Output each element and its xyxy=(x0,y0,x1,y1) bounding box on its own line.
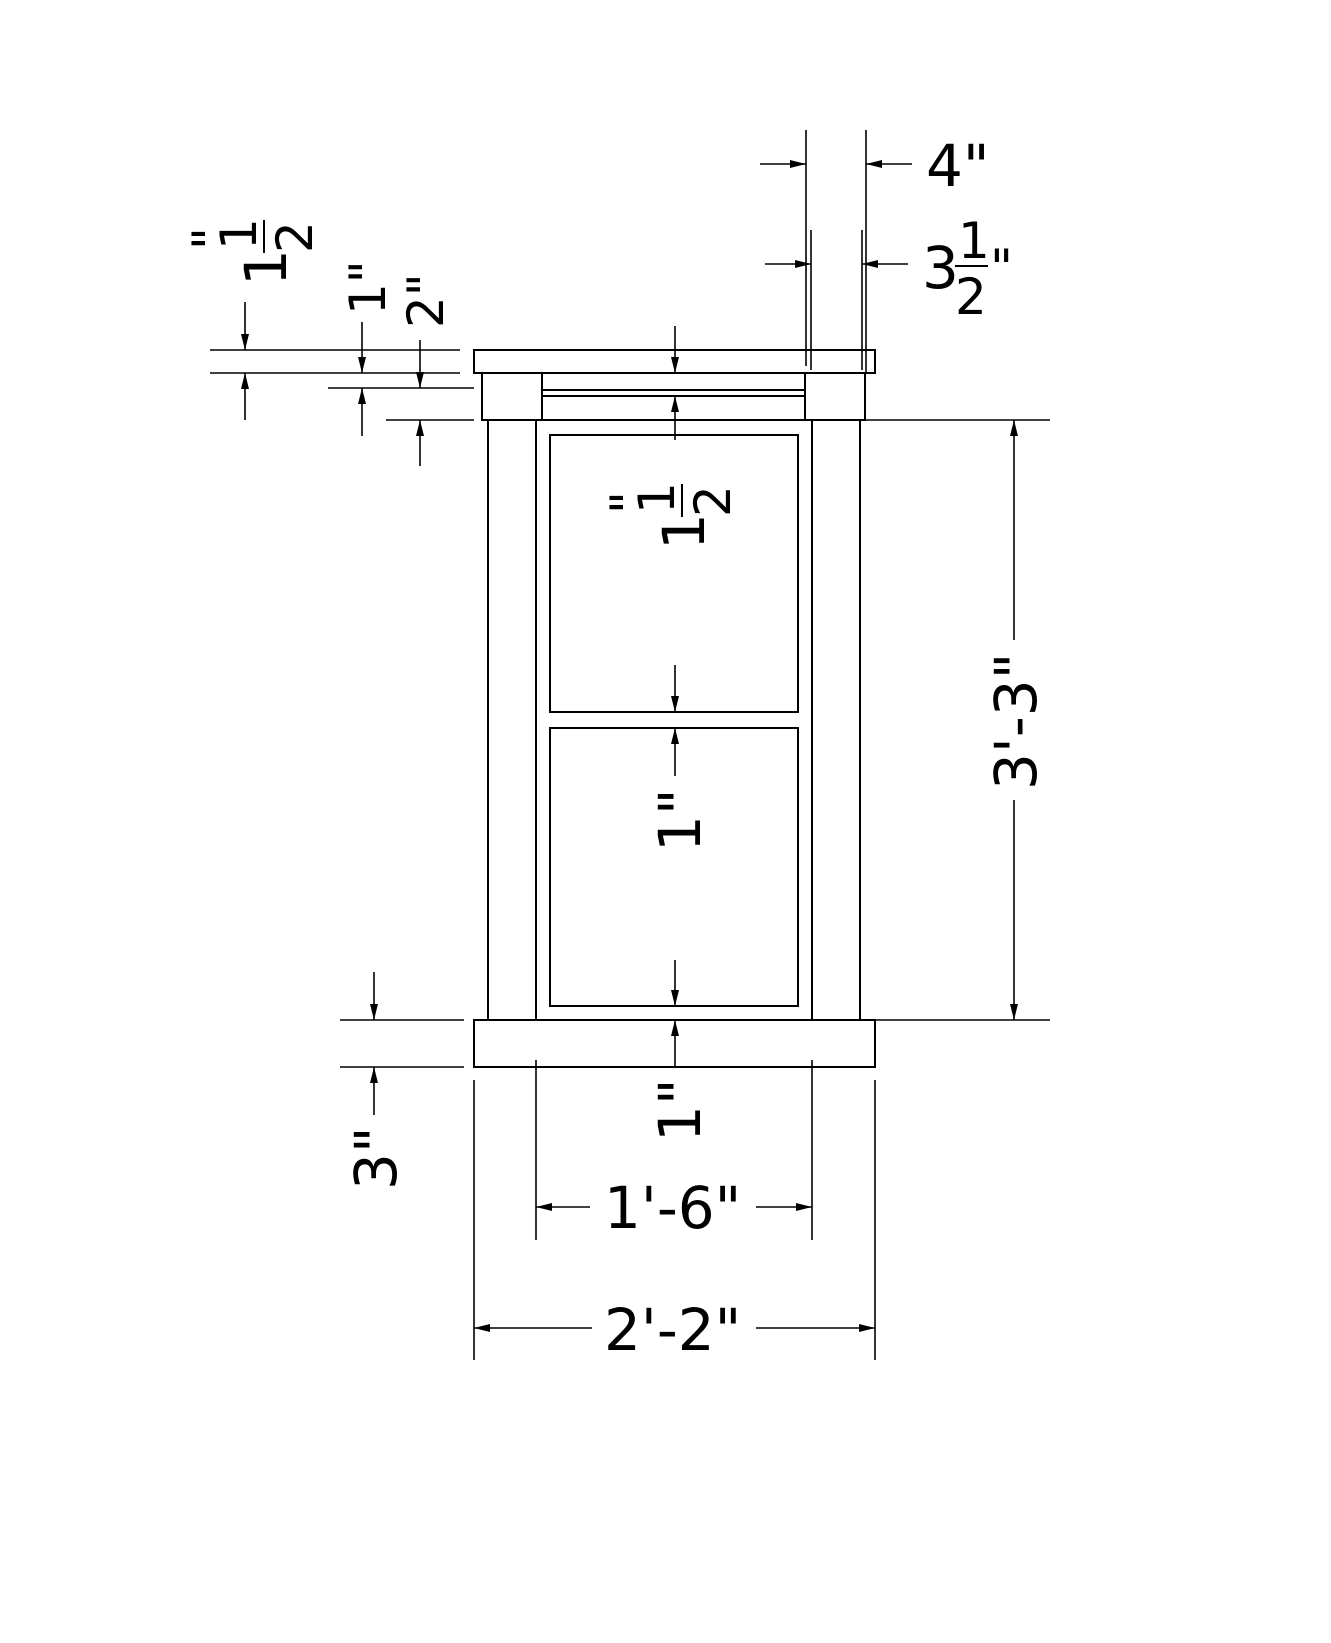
inner-width-label: 1'-6" xyxy=(604,1174,741,1242)
top-rail-den: 2 xyxy=(684,485,742,517)
cap-thickness-inch: " xyxy=(182,227,240,250)
top-rail-dimension: 1 1 2 " xyxy=(600,326,742,550)
stile-frac-num: 1 xyxy=(958,212,990,270)
top-rail-num: 1 xyxy=(628,482,686,514)
meeting-rail-label: 1" xyxy=(646,788,714,852)
cap-thickness-den: 2 xyxy=(266,221,324,253)
sill-height-label: 3" xyxy=(342,1126,410,1190)
inner-width-dimension: 1'-6" xyxy=(535,1060,813,1242)
cap-thickness-dimension: 1 1 2 " xyxy=(182,218,460,420)
overall-width-label: 2'-2" xyxy=(604,1296,741,1364)
half-inch-den: 2" xyxy=(397,273,455,328)
stile-whole-label: 3 xyxy=(922,234,959,302)
bottom-rail-label: 1" xyxy=(646,1078,714,1142)
overall-width-dimension: 2'-2" xyxy=(473,1080,876,1364)
top-rail-inch: " xyxy=(600,491,658,514)
casing-width-label: 4" xyxy=(926,132,990,200)
top-rail-whole: 1 xyxy=(650,513,718,550)
stile-frac-den: 2 xyxy=(955,268,987,326)
half-inch-num: 1" xyxy=(339,260,397,315)
stile-width-dimension: 3 1 2 " xyxy=(765,212,1013,370)
cap-thickness-num: 1 xyxy=(210,218,268,250)
half-inch-dimension: 1" 2" xyxy=(328,260,474,466)
stile-inch-mark: " xyxy=(990,239,1013,297)
casing-width-dimension: 4" xyxy=(760,130,990,372)
bottom-rail-dimension: 1" xyxy=(646,960,714,1142)
cap-thickness-whole: 1 xyxy=(232,249,300,286)
meeting-rail-dimension: 1" xyxy=(646,665,714,852)
height-label: 3'-3" xyxy=(982,653,1050,790)
sill-height-dimension: 3" xyxy=(340,972,464,1190)
height-dimension: 3'-3" xyxy=(860,419,1050,1021)
